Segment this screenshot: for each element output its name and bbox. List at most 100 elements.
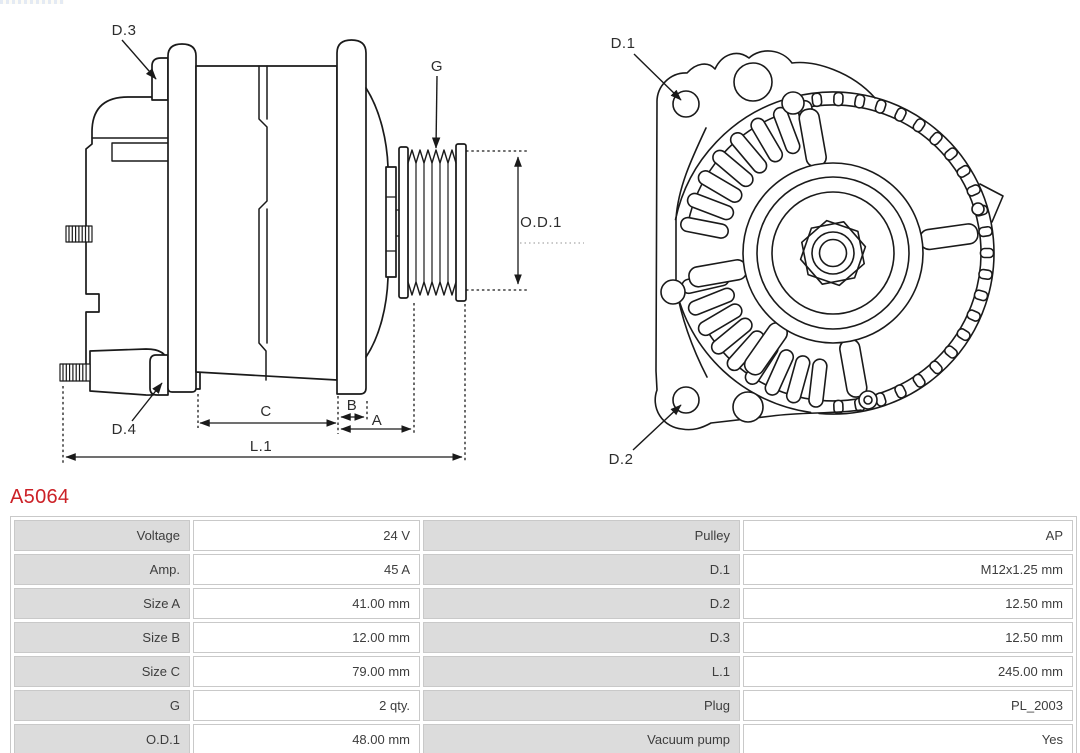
label-d2: D.2 <box>609 451 634 468</box>
mounting-bracket <box>654 50 876 431</box>
spec-value: AP <box>743 520 1073 551</box>
spec-label: Plug <box>423 690 740 721</box>
rim-tooth <box>833 91 844 107</box>
side-tab-hole <box>971 202 985 216</box>
label-od1: O.D.1 <box>520 214 562 231</box>
vent-slot <box>687 287 735 316</box>
front-view-labels: D.1 D.2 <box>609 35 636 468</box>
part-number-title: A5064 <box>10 486 70 508</box>
side-view-drawing <box>59 39 467 396</box>
rim-tooth <box>966 184 981 197</box>
top-ear <box>151 57 169 101</box>
vent-slot <box>686 192 735 221</box>
label-d1: D.1 <box>611 35 636 52</box>
shaft-circle <box>818 238 848 268</box>
side-view-dimensions <box>62 39 584 464</box>
spec-label: Amp. <box>14 554 190 585</box>
spec-label: Pulley <box>423 520 740 551</box>
label-d4: D.4 <box>112 421 137 438</box>
fan-spoke <box>839 338 868 398</box>
rim-tooth <box>979 247 995 259</box>
label-l1: L.1 <box>250 438 272 455</box>
rim-tooth <box>943 345 959 359</box>
rim-tooth <box>973 289 989 302</box>
side-tab <box>979 183 1004 223</box>
vent-slot <box>729 131 768 174</box>
vent-slot <box>785 355 811 404</box>
spec-label: Size A <box>14 588 190 619</box>
spec-label: D.3 <box>423 622 740 653</box>
housing-rim-outer <box>674 285 812 414</box>
fan-spoke <box>798 108 827 168</box>
rim-tooth <box>894 107 907 122</box>
spec-label: L.1 <box>423 656 740 687</box>
table-row: Size A 41.00 mm D.2 12.50 mm <box>14 588 1073 619</box>
rim-tooth <box>929 131 943 146</box>
spec-value: 41.00 mm <box>193 588 420 619</box>
rim-tooth <box>943 147 959 161</box>
spec-value: 48.00 mm <box>193 724 420 753</box>
threaded-stud-bottom <box>59 363 91 382</box>
table-row: G 2 qty. Plug PL_2003 <box>14 690 1073 721</box>
rim-tooth <box>956 328 971 342</box>
vent-slot <box>710 317 753 355</box>
vent-slot <box>808 358 828 408</box>
side-view-labels: D.3 D.4 G O.D.1 C B A L.1 <box>112 22 562 455</box>
rim-tooth <box>833 399 844 415</box>
drive-end-cone <box>365 87 389 358</box>
spec-value: 79.00 mm <box>193 656 420 687</box>
rim-tooth <box>929 360 943 375</box>
label-a: A <box>372 412 383 429</box>
spec-label: Vacuum pump <box>423 724 740 753</box>
alternator-technical-drawing: D.3 D.4 G O.D.1 C B A L.1 D.1 D.2 <box>59 22 1004 468</box>
bracket-hole <box>660 279 686 305</box>
fan-spoke <box>919 223 979 251</box>
spec-value: 245.00 mm <box>743 656 1073 687</box>
rim-tooth <box>853 93 866 109</box>
spec-value: 12.00 mm <box>193 622 420 653</box>
front-view-drawing <box>654 50 1004 431</box>
spec-label: Voltage <box>14 520 190 551</box>
spec-value: M12x1.25 mm <box>743 554 1073 585</box>
rim-tooth <box>978 225 993 238</box>
spec-label: D.1 <box>423 554 740 585</box>
table-row: Size B 12.00 mm D.3 12.50 mm <box>14 622 1073 653</box>
spec-value: 12.50 mm <box>743 622 1073 653</box>
table-row: O.D.1 48.00 mm Vacuum pump Yes <box>14 724 1073 753</box>
rim-tooth <box>966 309 981 322</box>
pulley <box>398 143 467 302</box>
spec-value: 12.50 mm <box>743 588 1073 619</box>
label-b: B <box>347 397 358 414</box>
spec-value: 45 A <box>193 554 420 585</box>
table-row: Amp. 45 A D.1 M12x1.25 mm <box>14 554 1073 585</box>
vent-slot <box>750 117 784 163</box>
label-c: C <box>260 403 271 420</box>
lug-hole <box>863 395 873 405</box>
vent-slot <box>772 106 801 155</box>
rim-tooth <box>978 268 993 281</box>
vent-slot <box>697 170 743 203</box>
rim-tooth <box>912 118 926 133</box>
rim-tooth <box>874 99 887 114</box>
vent-slot <box>680 216 729 239</box>
front-view-dimensions <box>632 53 682 451</box>
spec-label: O.D.1 <box>14 724 190 753</box>
spec-value: 2 qty. <box>193 690 420 721</box>
vent-slot <box>697 303 743 337</box>
fan-spoke <box>688 259 748 288</box>
bottom-ear <box>149 354 169 396</box>
mount-hole-d1 <box>672 90 700 118</box>
spec-value: Yes <box>743 724 1073 753</box>
threaded-stud-top <box>65 225 93 243</box>
rim-tooth <box>894 384 907 399</box>
lug-hole <box>858 390 878 410</box>
housing-rim-outer <box>674 96 793 221</box>
label-d3: D.3 <box>112 22 137 39</box>
spec-value: 24 V <box>193 520 420 551</box>
shaft-nut <box>800 219 866 287</box>
front-bracket-arm <box>336 39 367 395</box>
spec-label: G <box>14 690 190 721</box>
cropped-watermark-artifact <box>0 0 64 4</box>
vent-slot <box>712 149 754 188</box>
mount-hole <box>732 391 764 423</box>
